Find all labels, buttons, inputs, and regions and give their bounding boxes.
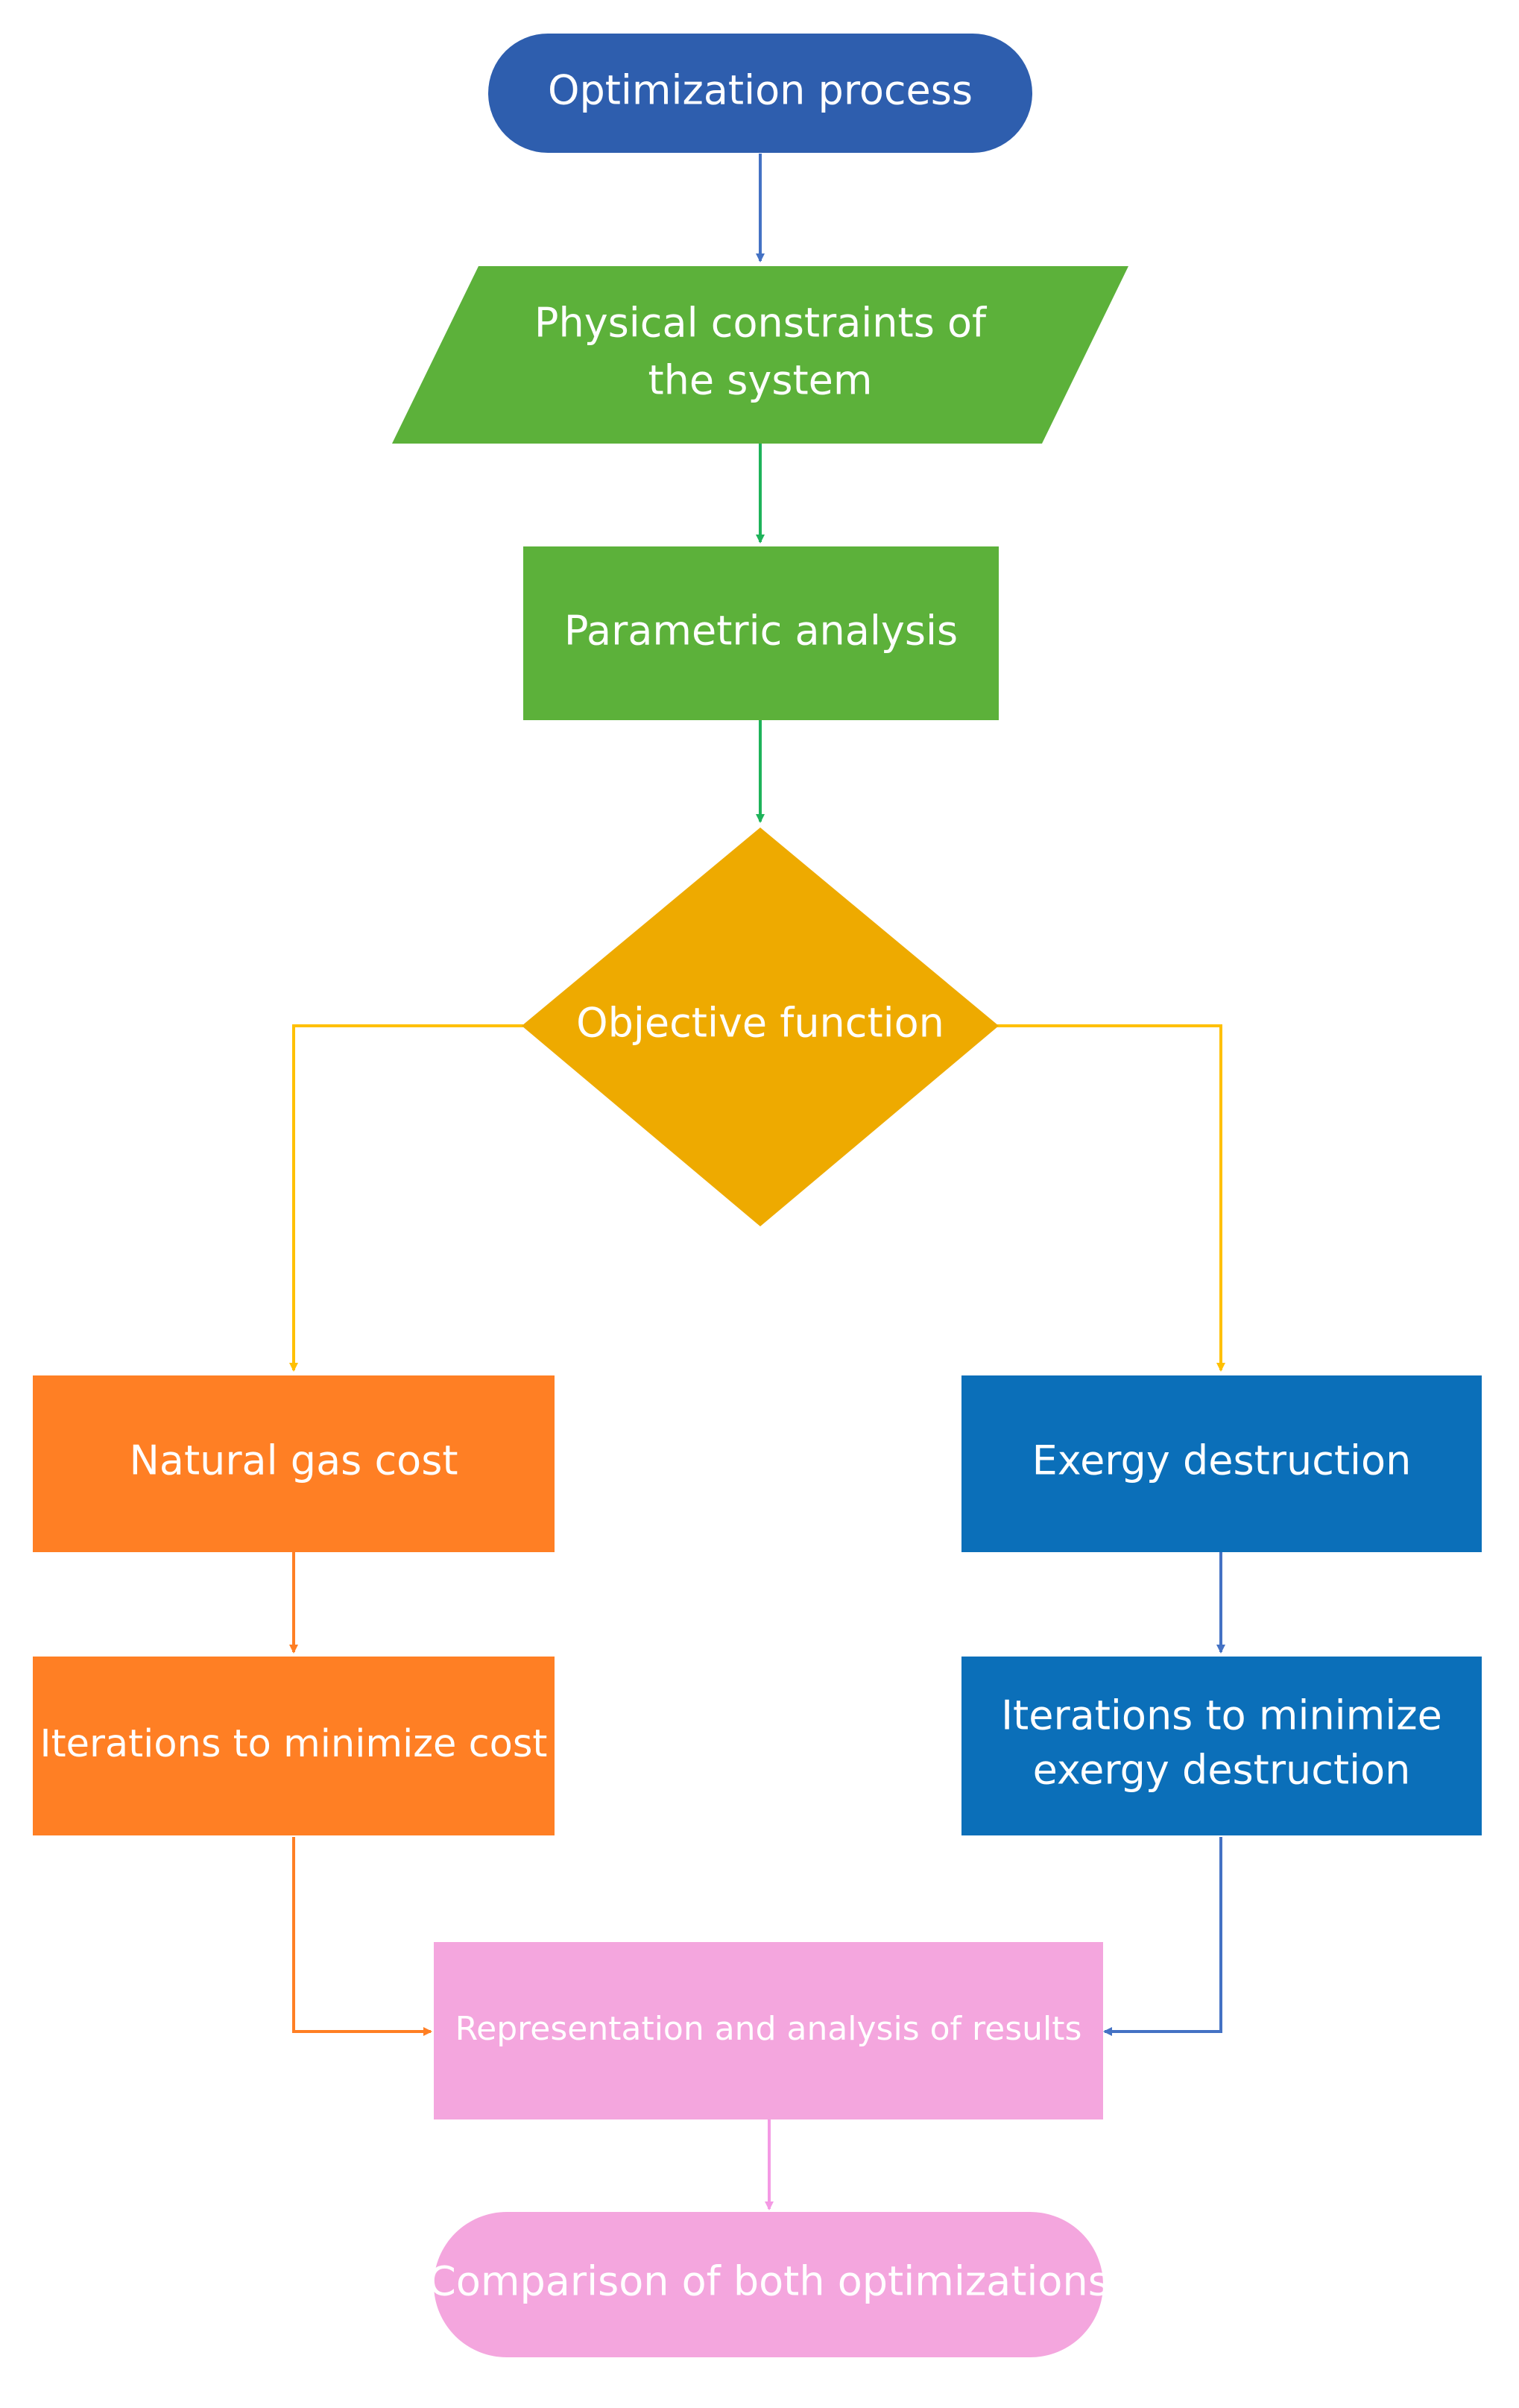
rectangle-shape: [33, 1375, 555, 1552]
node-natural-gas-cost: Natural gas cost: [33, 1375, 555, 1552]
node-representation-results: Representation and analysis of results: [434, 1942, 1103, 2119]
edge-iter-cost-to-results: [292, 1837, 432, 2036]
rectangle-shape: [523, 546, 999, 720]
node-iterations-minimize-exergy: Iterations to minimize exergy destructio…: [961, 1657, 1482, 1835]
node-optimization-process: Optimization process: [488, 34, 1032, 153]
node-iterations-minimize-cost: Iterations to minimize cost: [33, 1657, 555, 1835]
node-label: Iterations to minimize cost: [40, 1722, 548, 1766]
node-label: Representation and analysis of results: [455, 2010, 1082, 2048]
node-label: Exergy destruction: [1032, 1437, 1412, 1484]
rectangle-shape: [961, 1657, 1482, 1835]
rectangle-shape: [961, 1375, 1482, 1552]
node-label: Comparison of both optimizations: [428, 2258, 1109, 2305]
node-label: Objective function: [576, 1000, 944, 1047]
node-label-line2: the system: [648, 357, 872, 404]
diamond-shape: [522, 828, 999, 1226]
terminal-shape: [488, 34, 1032, 153]
node-physical-constraints: Physical constraints of the system: [392, 266, 1128, 444]
edge-iter-exergy-to-results: [1103, 1837, 1222, 2036]
node-parametric-analysis: Parametric analysis: [523, 546, 999, 720]
node-label-line2: exergy destruction: [1033, 1747, 1411, 1794]
rectangle-shape: [434, 1942, 1103, 2119]
rectangle-shape: [33, 1657, 555, 1835]
node-comparison: Comparison of both optimizations: [428, 2212, 1109, 2357]
node-label-line1: Physical constraints of: [534, 300, 988, 347]
edge-objective-to-gas-cost: [289, 1024, 523, 1372]
edge-objective-to-exergy: [997, 1024, 1225, 1372]
node-label-line1: Iterations to minimize: [1001, 1692, 1442, 1739]
node-label: Parametric analysis: [564, 608, 958, 655]
node-objective-function: Objective function: [522, 828, 999, 1226]
node-label: Optimization process: [548, 67, 973, 114]
parallelogram-shape: [392, 266, 1128, 444]
node-label: Natural gas cost: [129, 1437, 458, 1484]
terminal-shape: [434, 2212, 1103, 2357]
node-exergy-destruction: Exergy destruction: [961, 1375, 1482, 1552]
